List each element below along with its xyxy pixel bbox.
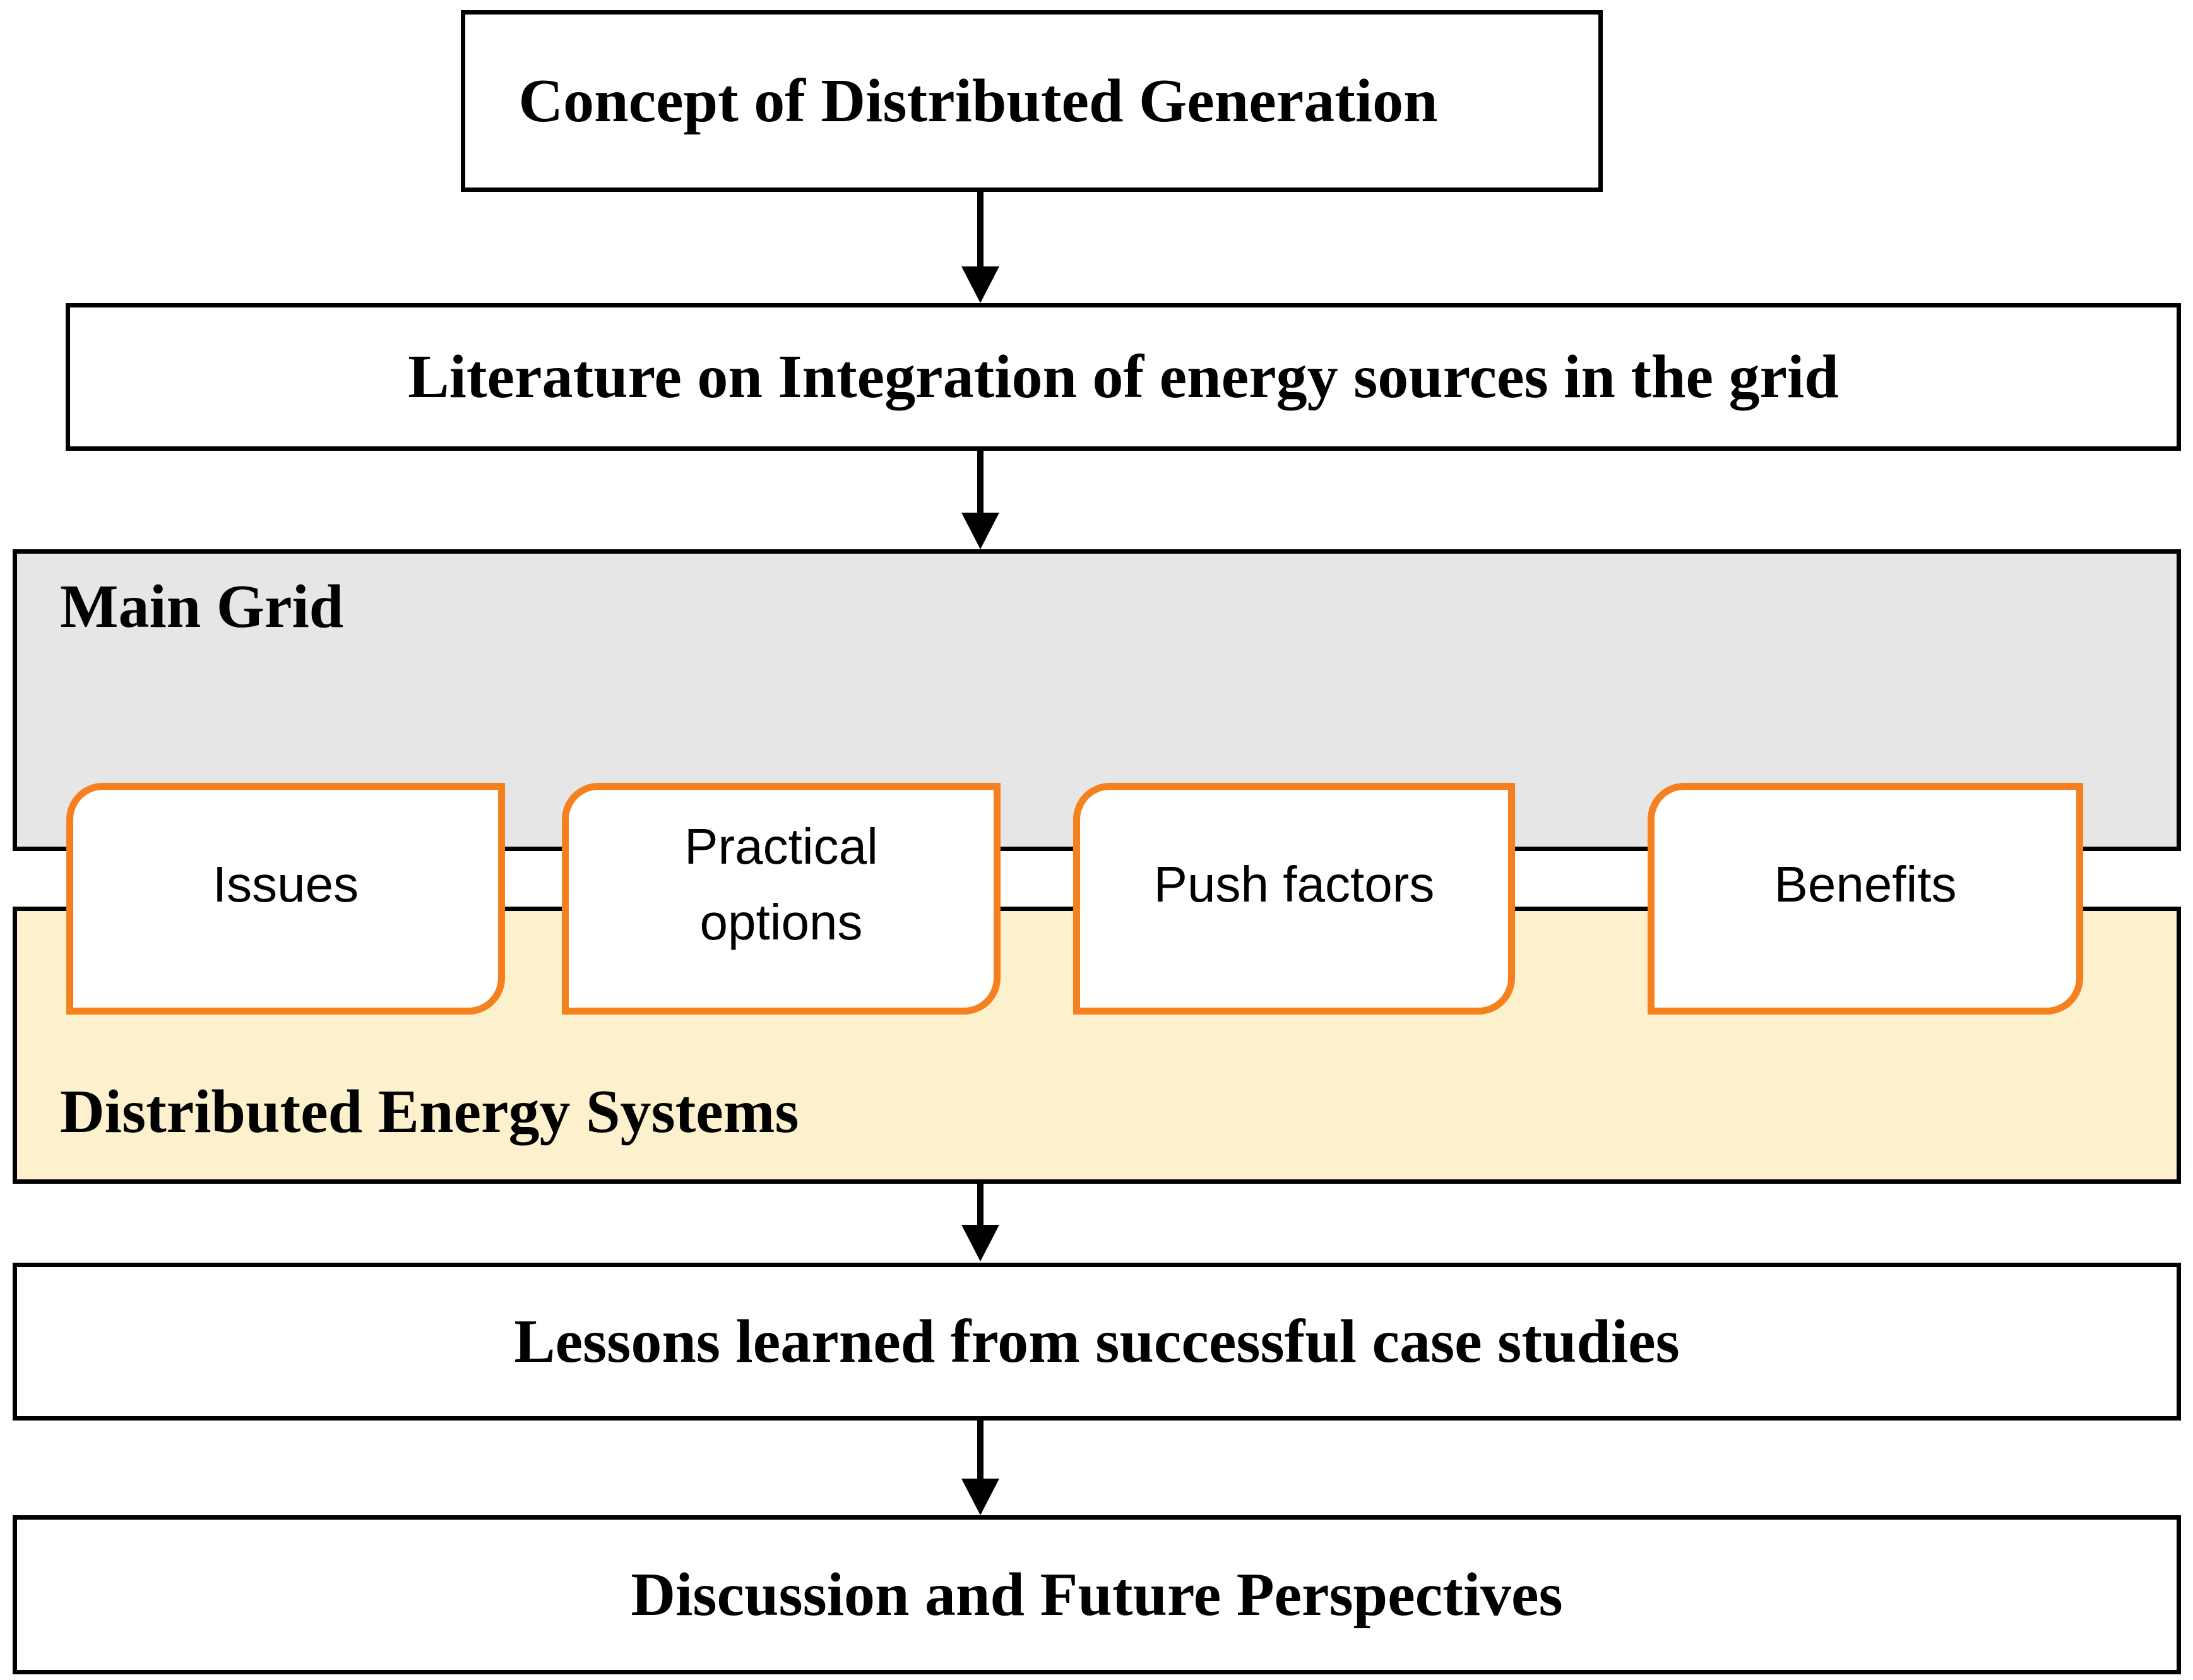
arrow-down-icon-literature-to-main-grid <box>961 451 999 549</box>
arrow-head <box>961 1479 999 1515</box>
arrow-stem <box>977 1421 984 1480</box>
arrow-down-icon-lessons-to-discussion <box>961 1421 999 1515</box>
arrow-down-icon-energy-to-lessons <box>961 1184 999 1261</box>
node-discussion-future-perspectives: Discussion and Future Perspectives <box>13 1515 2181 1674</box>
region-main-grid-label: Main Grid <box>60 573 344 641</box>
arrow-stem <box>977 192 984 268</box>
node-lessons-learned: Lessons learned from successful case stu… <box>13 1263 2181 1421</box>
card-push-factors-label: Push factors <box>1153 856 1435 912</box>
card-practical-options-label: Practical options <box>684 818 878 950</box>
card-push-factors: Push factors <box>1073 783 1515 1015</box>
region-distributed-energy-systems-label: Distributed Energy Systems <box>60 1078 799 1146</box>
card-practical-options: Practical options <box>562 783 1001 1015</box>
arrow-head <box>961 513 999 549</box>
arrow-stem <box>977 451 984 514</box>
card-benefits: Benefits <box>1648 783 2083 1015</box>
arrow-head <box>961 1225 999 1261</box>
node-literature-integration: Literature on Integration of energy sour… <box>66 303 2181 451</box>
card-issues-label: Issues <box>212 856 359 912</box>
arrow-down-icon-concept-to-literature <box>961 192 999 303</box>
card-issues: Issues <box>66 783 505 1015</box>
node-discussion-label: Discussion and Future Perspectives <box>631 1560 1563 1629</box>
arrow-head <box>961 266 999 303</box>
node-literature-label: Literature on Integration of energy sour… <box>408 342 1839 411</box>
node-lessons-label: Lessons learned from successful case stu… <box>514 1307 1680 1376</box>
arrow-stem <box>977 1184 984 1226</box>
card-benefits-label: Benefits <box>1774 856 1957 912</box>
node-concept-of-distributed-generation: Concept of Distributed Generation <box>461 10 1603 192</box>
node-concept-label: Concept of Distributed Generation <box>518 66 1438 135</box>
